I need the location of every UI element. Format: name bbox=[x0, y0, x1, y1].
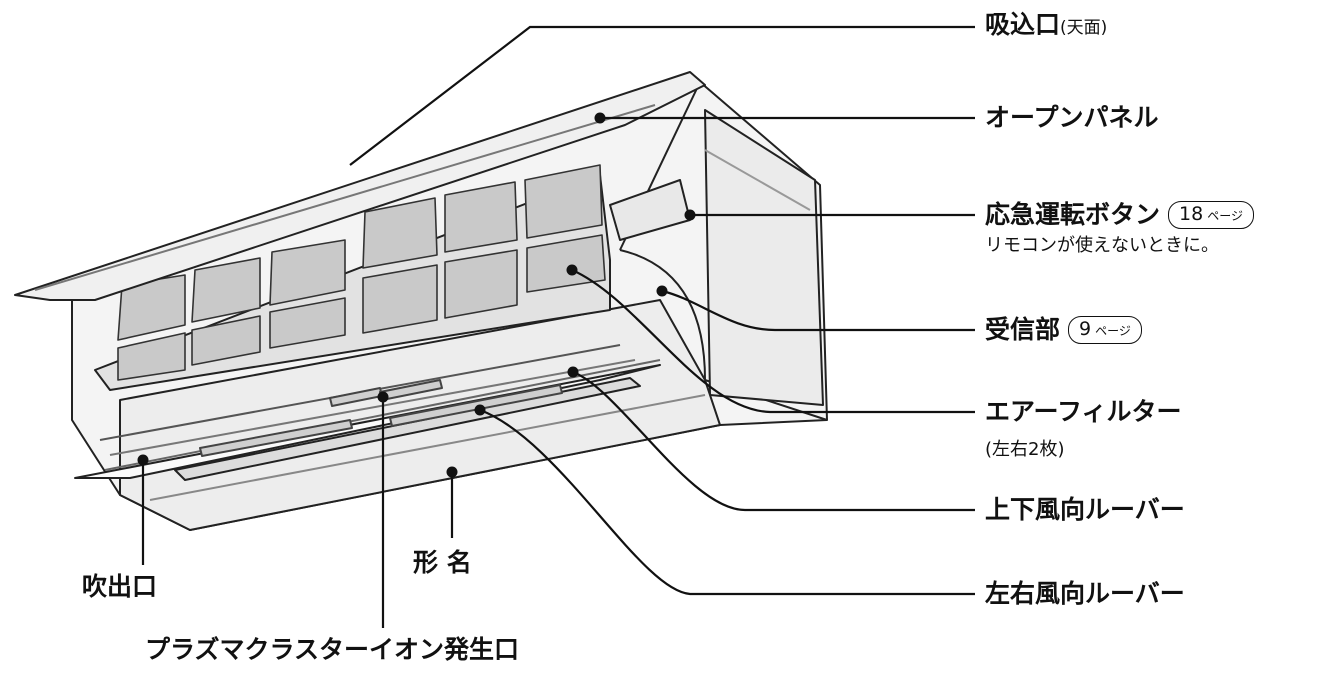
label-horizontal-louver: 左右風向ルーバー bbox=[985, 579, 1185, 608]
page-ref-receiver-num: 9 bbox=[1079, 318, 1092, 340]
page-ref-emergency-unit: ページ bbox=[1207, 209, 1243, 223]
leader-filter bbox=[571, 268, 975, 414]
label-vertical-louver: 上下風向ルーバー bbox=[985, 495, 1185, 524]
dot-receiver bbox=[656, 285, 668, 297]
dot-vertical-louver bbox=[567, 366, 579, 378]
dot-emergency bbox=[684, 209, 696, 221]
side-panel bbox=[704, 109, 824, 406]
leader-horizontal-louver bbox=[479, 408, 975, 596]
note-air-filter: (左右2枚) bbox=[985, 439, 1065, 460]
dot-outlet bbox=[137, 454, 149, 466]
label-open-panel: オープンパネル bbox=[985, 103, 1159, 132]
filter-grid bbox=[117, 164, 606, 381]
open-panel bbox=[14, 71, 706, 301]
dot-model-name bbox=[446, 466, 458, 478]
note-emergency-button: リモコンが使えないときに。 bbox=[985, 235, 1219, 256]
leader-vertical-louver bbox=[572, 370, 975, 512]
dot-plasmacluster bbox=[377, 391, 389, 403]
label-intake-sub: (天面) bbox=[1060, 18, 1108, 38]
page-ref-emergency-num: 18 bbox=[1179, 203, 1204, 225]
label-emergency-main: 応急運転ボタン bbox=[985, 200, 1161, 229]
dot-horizontal-louver bbox=[474, 404, 486, 416]
label-outlet: 吹出口 bbox=[82, 572, 158, 601]
label-receiver-main: 受信部 bbox=[985, 315, 1061, 344]
leader-intake bbox=[349, 25, 975, 166]
label-model-name: 形 名 bbox=[413, 548, 472, 577]
label-air-filter: エアーフィルター bbox=[985, 397, 1182, 426]
label-intake-main: 吸込口 bbox=[985, 10, 1061, 39]
leader-receiver bbox=[661, 289, 975, 332]
dot-filter bbox=[566, 264, 578, 276]
page-ref-receiver-unit: ページ bbox=[1095, 324, 1131, 338]
dot-open-panel bbox=[594, 112, 606, 124]
label-intake: 吸込口(天面) bbox=[985, 10, 1107, 43]
label-plasmacluster: プラズマクラスターイオン発生口 bbox=[145, 635, 520, 664]
